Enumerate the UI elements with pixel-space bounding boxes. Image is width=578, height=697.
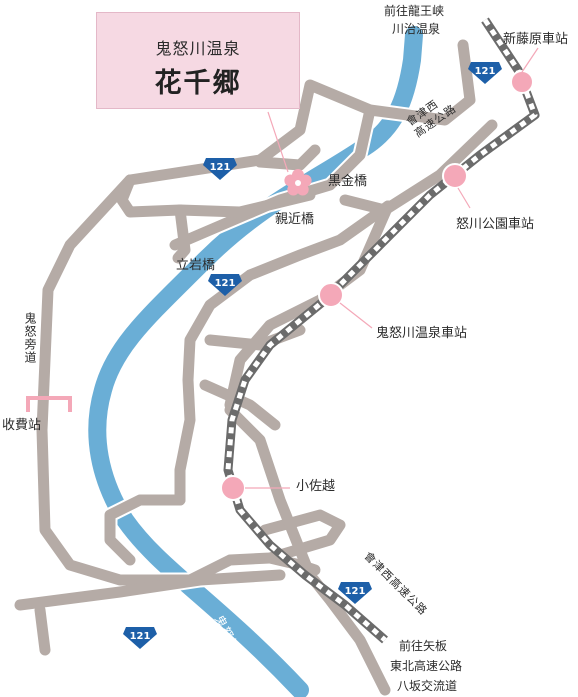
road-label-kinu-bypass: 鬼怒旁道 — [23, 312, 37, 364]
route-shield-number: 121 — [474, 66, 496, 77]
leader-lines — [245, 47, 539, 489]
station-label-kinugawa-onsen[interactable]: 鬼怒川温泉車站 — [376, 326, 468, 341]
hotel-name-box[interactable]: 鬼怒川温泉 花千郷 — [96, 12, 300, 109]
route-121-shield-icon: 121 — [338, 582, 372, 604]
tollgate-icon — [26, 396, 72, 412]
route-shield-number: 121 — [214, 278, 236, 289]
railway-line — [223, 17, 540, 644]
destination-ryuokyo-line2: 川治温泉 — [392, 22, 441, 36]
station-kinugawa-onsen-icon[interactable] — [318, 282, 344, 308]
route-121-shield-icon: 121 — [123, 627, 157, 649]
route-shield-number: 121 — [344, 586, 366, 597]
destination-ryuokyo-line1: 前往龍王峡 — [384, 4, 445, 18]
bridge-label-tateiwa: 立岩橋 — [176, 258, 216, 273]
destination-yaita-line1: 前往矢板 — [399, 639, 448, 653]
route-121-shield-icon: 121 — [203, 158, 237, 180]
station-label-shin-fujiwara[interactable]: 新藤原車站 — [503, 32, 569, 47]
route-shield-number: 121 — [129, 631, 151, 642]
tollgate-label: 收費站 — [2, 418, 42, 433]
destination-yaita-line3: 八坂交流道 — [397, 679, 458, 693]
station-label-kinugawa-koen[interactable]: 怒川公園車站 — [456, 217, 535, 232]
route-shield-number: 121 — [209, 162, 231, 173]
route-121-shield-icon: 121 — [468, 62, 502, 84]
destination-yaita-line2: 東北高速公路 — [390, 659, 463, 673]
station-shin-fujiwara-icon[interactable] — [510, 70, 534, 94]
hotel-area-label: 鬼怒川温泉 — [155, 39, 241, 58]
hotel-sakura-icon[interactable] — [284, 169, 312, 196]
route-121-shield-icon: 121 — [208, 274, 242, 296]
station-label-kosagoe[interactable]: 小佐越 — [296, 479, 336, 494]
hotel-name-label: 花千郷 — [154, 68, 242, 99]
station-kinugawa-koen-icon[interactable] — [442, 163, 468, 189]
bridge-label-shinchika: 親近橋 — [275, 212, 315, 227]
bridge-label-kurogane: 黒金橋 — [328, 174, 368, 189]
station-kosagoe-icon[interactable] — [220, 475, 246, 501]
